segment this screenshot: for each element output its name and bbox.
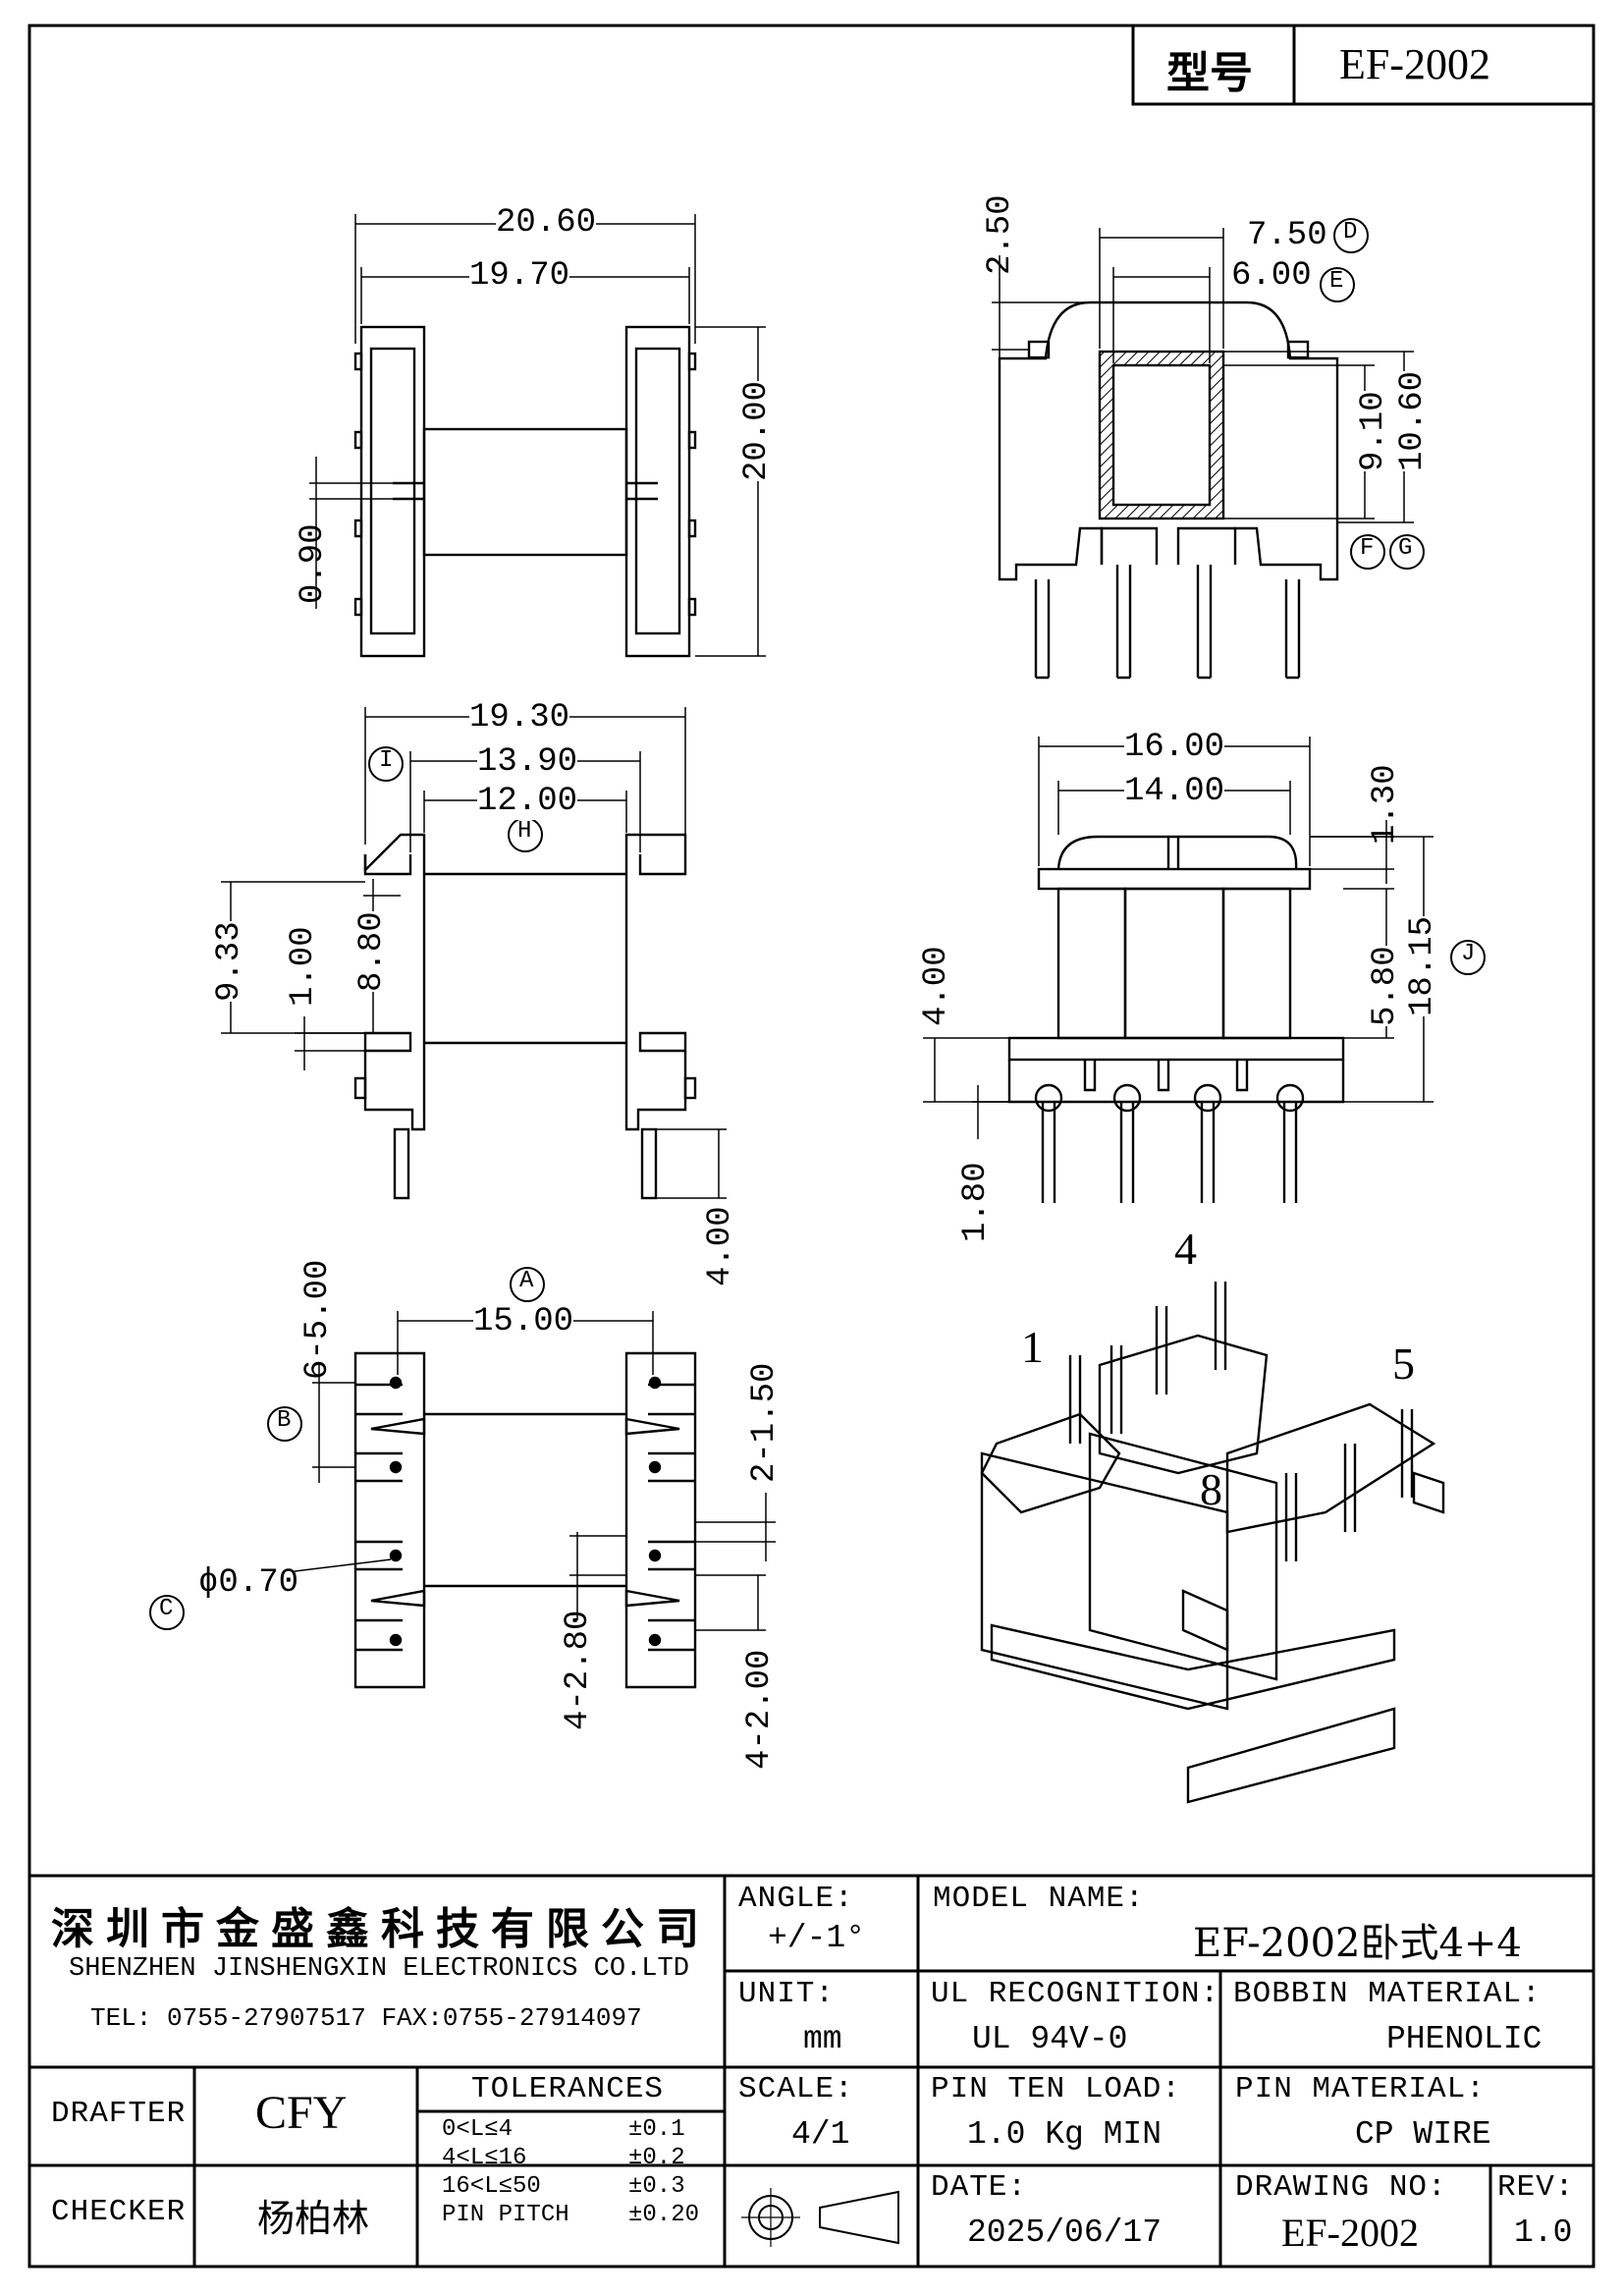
pin-4-label: 4 — [1174, 1224, 1197, 1274]
bobbin-value: PHENOLIC — [1386, 2021, 1542, 2057]
dim-1-30: 1.30 — [1367, 764, 1404, 845]
drawing-no-value: EF-2002 — [1281, 2211, 1419, 2255]
dim-9-33: 9.33 — [211, 921, 248, 1002]
dim-10-60: 10.60 — [1394, 370, 1432, 471]
tol-value-3: ±0.3 — [628, 2173, 685, 2200]
pin-1-label: 1 — [1021, 1322, 1044, 1372]
type-value: EF-2002 — [1339, 40, 1490, 88]
drawing-no-label: DRAWING NO: — [1235, 2170, 1447, 2205]
tolerances-label: TOLERANCES — [471, 2072, 665, 2106]
dim-4-2-80: 4-2.80 — [560, 1610, 597, 1730]
dim-4-2-00: 4-2.00 — [741, 1649, 779, 1770]
dim-1-80: 1.80 — [957, 1162, 995, 1242]
rev-label: REV: — [1497, 2170, 1575, 2205]
pin-material-label: PIN MATERIAL: — [1235, 2072, 1486, 2106]
dim-8-80: 8.80 — [353, 911, 391, 992]
pin-5-label: 5 — [1392, 1339, 1415, 1389]
dim-12-00: 12.00 — [477, 783, 578, 820]
sheet-border — [27, 24, 1596, 2269]
tag-j: J — [1461, 941, 1476, 967]
company-contact: TEL: 0755-27907517 FAX:0755-27914097 — [90, 2003, 642, 2033]
dim-2-50: 2.50 — [982, 194, 1019, 275]
date-label: DATE: — [931, 2170, 1028, 2205]
dim-0-90: 0.90 — [295, 523, 332, 604]
unit-value: mm — [803, 2021, 842, 2057]
dim-4-00-a: 4.00 — [702, 1206, 739, 1286]
drafter-label: DRAFTER — [51, 2097, 187, 2131]
isometric-view — [980, 1282, 1445, 1804]
dim-6-5-00: 6-5.00 — [299, 1259, 337, 1380]
dim-2-1-50: 2-1.50 — [746, 1362, 784, 1483]
date-value: 2025/06/17 — [967, 2214, 1163, 2251]
dim-1-00: 1.00 — [285, 926, 322, 1007]
company-cn: 深圳市金盛鑫科技有限公司 — [51, 1904, 711, 1954]
dim-19-70: 19.70 — [469, 257, 570, 295]
ul-value: UL 94V-0 — [972, 2021, 1128, 2057]
dim-14-00: 14.00 — [1124, 773, 1225, 810]
checker-label: CHECKER — [51, 2195, 187, 2229]
mid-right-view — [923, 737, 1434, 1203]
tag-c: C — [159, 1596, 174, 1622]
tol-range-3: 16<L≤50 — [442, 2173, 541, 2200]
tol-value-4: ±0.20 — [628, 2202, 700, 2228]
tol-range-1: 0<L≤4 — [442, 2116, 514, 2143]
tol-range-2: 4<L≤16 — [442, 2145, 527, 2171]
pin-load-value: 1.0 Kg MIN — [967, 2116, 1163, 2153]
top-right-view — [992, 228, 1414, 680]
dim-18-15: 18.15 — [1404, 915, 1441, 1016]
tol-range-4: PIN PITCH — [442, 2202, 569, 2228]
tag-a: A — [519, 1268, 534, 1294]
circle-tags — [149, 218, 1486, 1630]
tag-b: B — [277, 1407, 292, 1434]
angle-label: ANGLE: — [738, 1882, 854, 1916]
dim-phi-0-70: ϕ0.70 — [198, 1564, 299, 1602]
dim-5-80: 5.80 — [1367, 946, 1404, 1026]
tag-d: D — [1343, 219, 1358, 246]
scale-label: SCALE: — [738, 2072, 854, 2106]
tag-g: G — [1398, 535, 1413, 562]
dim-16-00: 16.00 — [1124, 729, 1225, 766]
model-label: MODEL NAME: — [933, 1882, 1145, 1916]
type-label: 型号 — [1166, 48, 1253, 98]
dim-19-30: 19.30 — [469, 699, 570, 737]
dim-13-90: 13.90 — [477, 743, 578, 781]
model-value: EF-2002卧式4+4 — [1193, 1921, 1522, 1966]
angle-value: +/-1° — [768, 1920, 866, 1956]
bobbin-label: BOBBIN MATERIAL: — [1233, 1977, 1542, 2011]
tol-value-2: ±0.2 — [628, 2145, 685, 2171]
dim-7-50: 7.50 — [1247, 217, 1327, 254]
tag-f: F — [1360, 535, 1375, 562]
bottom-left-view — [294, 1311, 776, 1689]
dim-20-60: 20.60 — [496, 204, 597, 242]
checker-value: 杨柏林 — [257, 2197, 370, 2240]
pin-load-label: PIN TEN LOAD: — [931, 2072, 1181, 2106]
drafter-value: CFY — [255, 2087, 348, 2139]
tag-e: E — [1329, 268, 1344, 295]
dim-20-00: 20.00 — [738, 380, 776, 481]
tag-i: I — [379, 747, 394, 774]
rev-value: 1.0 — [1514, 2214, 1573, 2251]
dim-6-00: 6.00 — [1231, 257, 1312, 295]
dim-9-10: 9.10 — [1355, 391, 1392, 471]
ul-label: UL RECOGNITION: — [931, 1977, 1220, 2011]
pin-material-value: CP WIRE — [1355, 2116, 1491, 2153]
tol-value-1: ±0.1 — [628, 2116, 685, 2143]
unit-label: UNIT: — [738, 1977, 836, 2011]
pin-8-label: 8 — [1200, 1464, 1222, 1514]
tag-h: H — [517, 818, 532, 845]
dim-4-00-b: 4.00 — [918, 946, 955, 1026]
scale-value: 4/1 — [791, 2116, 850, 2153]
company-en: SHENZHEN JINSHENGXIN ELECTRONICS CO.LTD — [69, 1954, 689, 1984]
dim-15-00: 15.00 — [473, 1303, 574, 1340]
type-box — [1131, 24, 1596, 106]
